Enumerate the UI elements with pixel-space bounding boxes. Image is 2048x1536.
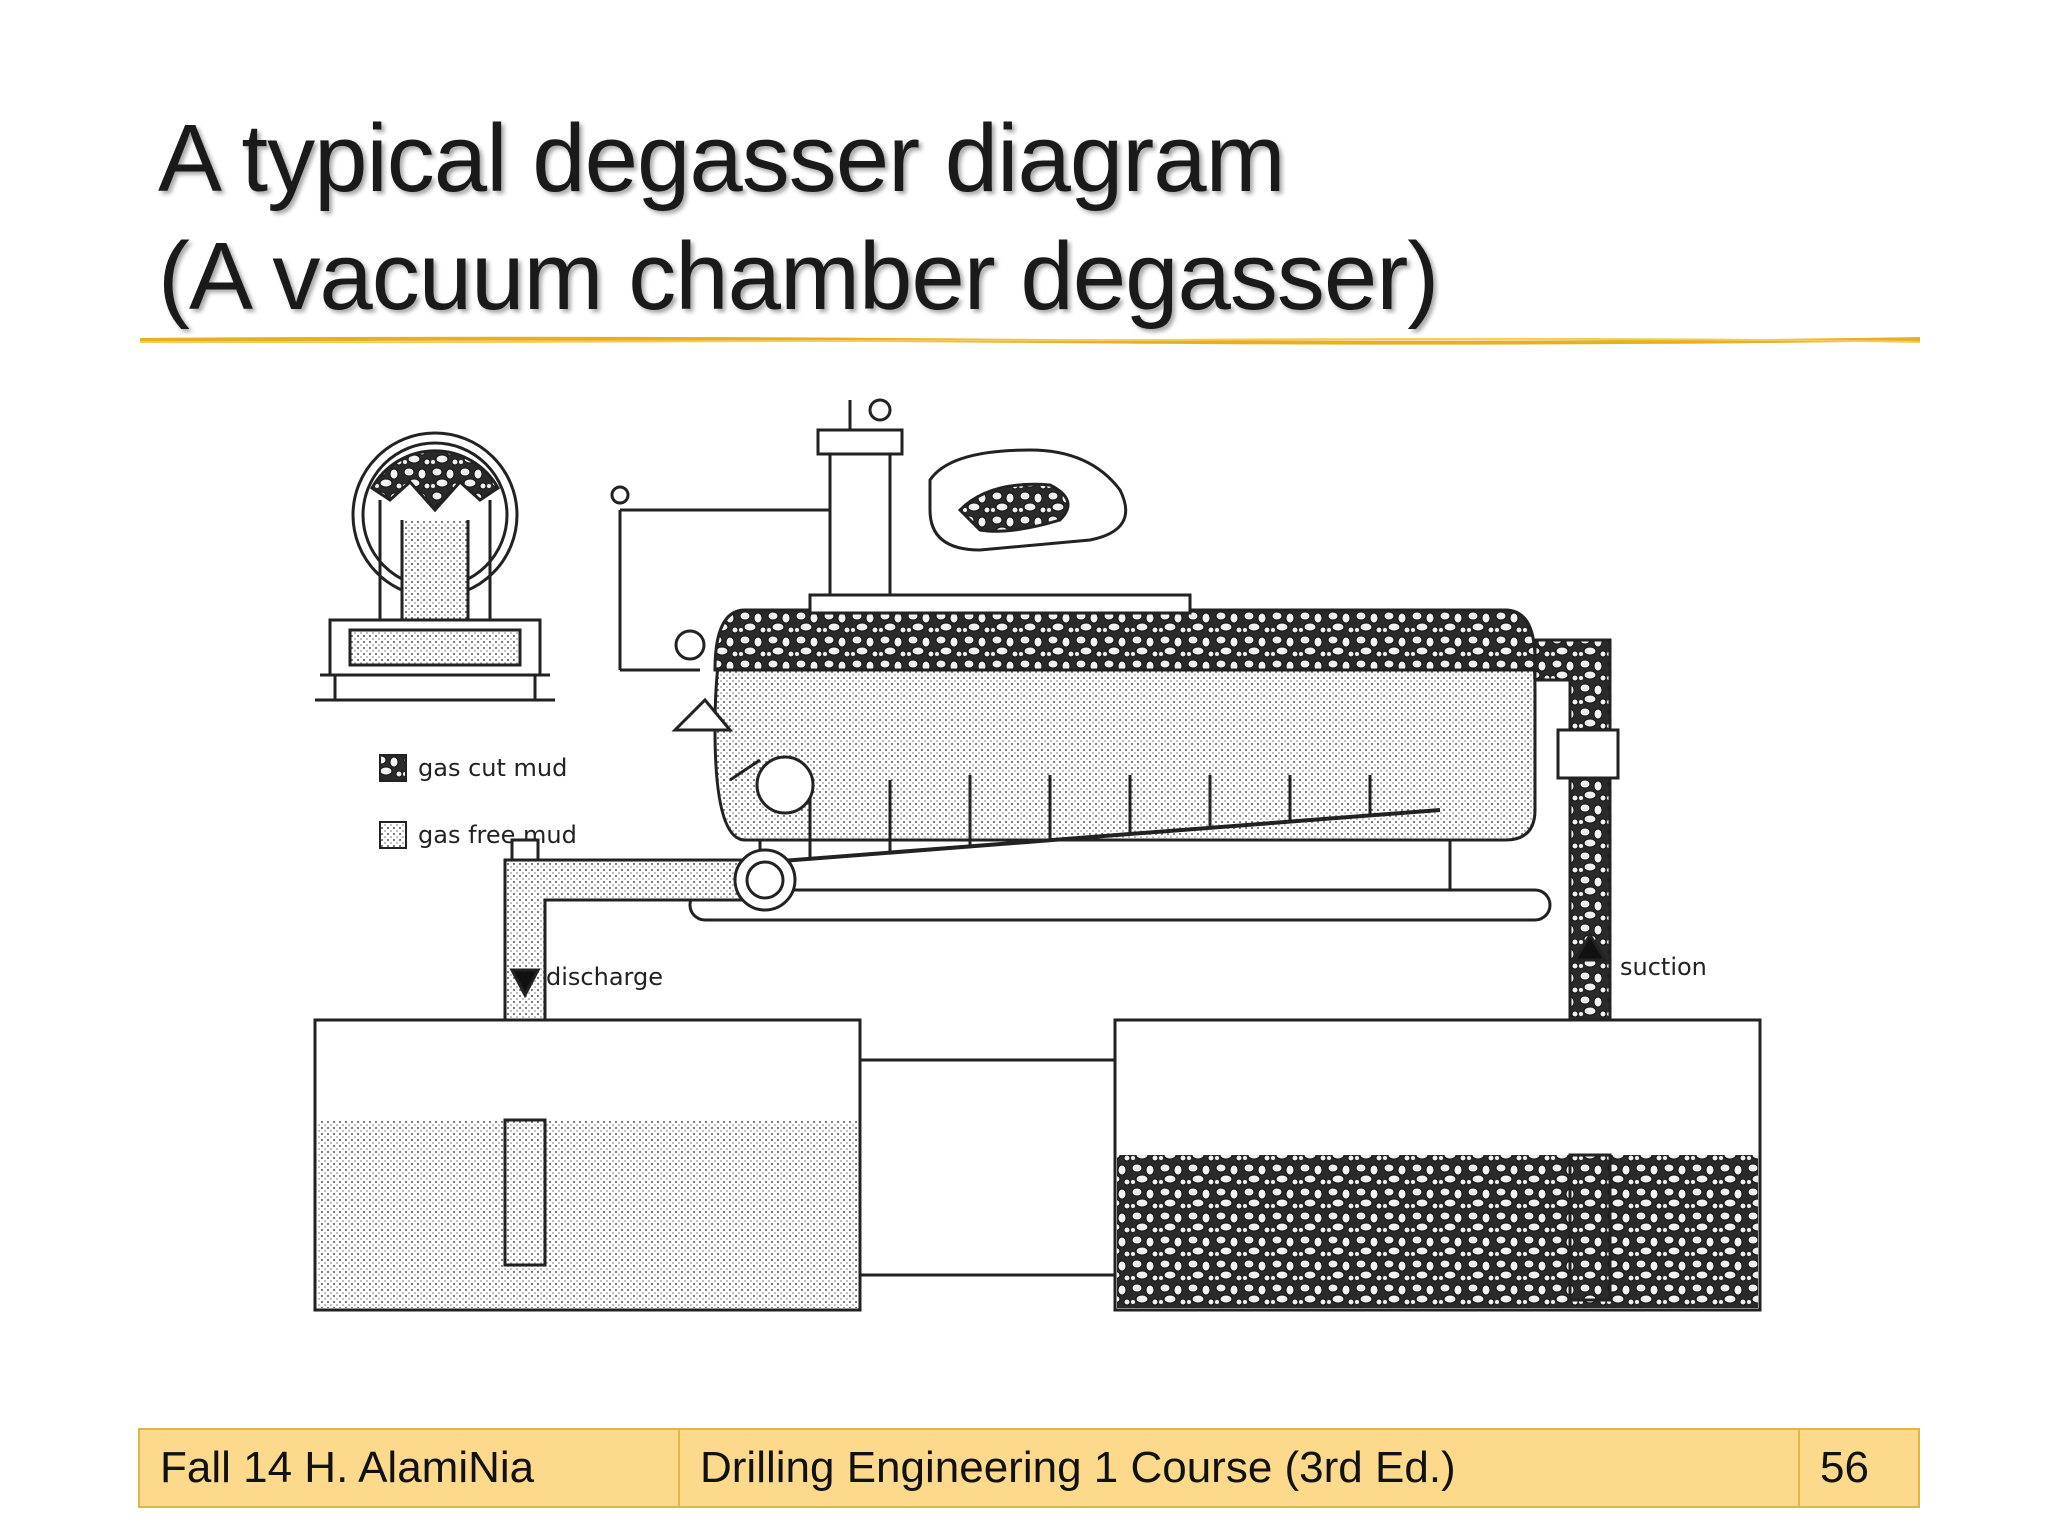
footer-course: Drilling Engineering 1 Course (3rd Ed.)	[680, 1430, 1800, 1506]
cross-section-view	[315, 431, 555, 702]
legend-gas-free-label: gas free mud	[418, 821, 577, 849]
legend-gas-cut-label: gas cut mud	[418, 754, 567, 782]
vacuum-pump	[808, 398, 1192, 615]
degasser-drawing: gas cut mud gas free mud	[313, 398, 1762, 1312]
legend-gas-cut-swatch	[379, 754, 407, 782]
legend: gas cut mud gas free mud	[379, 754, 577, 849]
tank-connector	[860, 1058, 1115, 1277]
degasser-diagram: gas cut mud gas free mud	[290, 370, 1880, 1410]
footer-page-number: 56	[1820, 1443, 1869, 1492]
gas-free-mud-tank	[313, 1018, 862, 1312]
legend-gas-free-swatch	[379, 821, 407, 849]
suction-label: suction	[1620, 953, 1707, 981]
title-underline	[140, 336, 1920, 345]
discharge-label: discharge	[546, 963, 663, 991]
title-line-2: (A vacuum chamber degasser)	[158, 223, 1439, 330]
footer-author: Fall 14 H. AlamiNia	[140, 1430, 680, 1506]
vacuum-chamber	[688, 608, 1552, 922]
gas-cut-mud-tank	[1113, 1018, 1762, 1312]
title-line-1: A typical degasser diagram	[158, 105, 1286, 212]
slide-title: A typical degasser diagram (A vacuum cha…	[158, 100, 1439, 336]
inlet-piping	[610, 485, 830, 732]
slide-footer: Fall 14 H. AlamiNia Drilling Engineering…	[138, 1428, 1920, 1508]
